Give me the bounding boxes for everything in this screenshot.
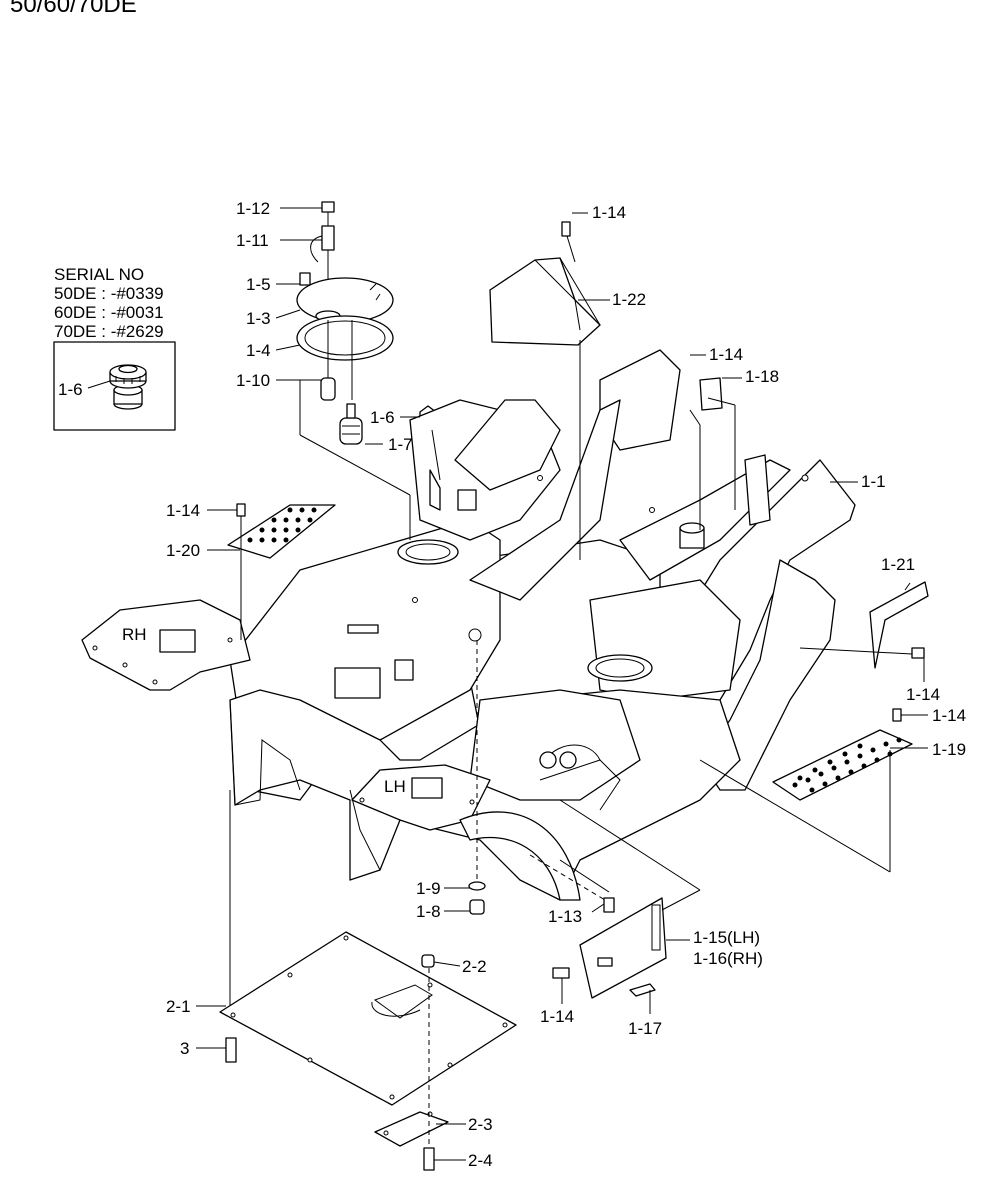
- label-2-3: 2-3: [468, 1115, 493, 1134]
- right-fender: [699, 559, 836, 791]
- label-1-11: 1-11: [236, 231, 269, 250]
- label-lh: LH: [384, 777, 406, 796]
- label-2-4: 2-4: [468, 1151, 493, 1170]
- part-1-15-side-cover: [552, 897, 667, 999]
- part-1-14-bolt-right: [911, 647, 925, 659]
- serial-number-note: SERIAL NO 50DE : -#0339 60DE : -#0031 70…: [54, 265, 164, 341]
- part-1-22-cover: [489, 221, 601, 346]
- part-1-18-bracket: [699, 377, 723, 411]
- part-1-14-bolt-bottom: [552, 967, 570, 979]
- part-2-2-plug: [421, 954, 435, 968]
- label-1-14-bottom: 1-14: [540, 1007, 574, 1026]
- part-1-19-step-plate: [772, 708, 913, 801]
- main-frame: [229, 349, 856, 801]
- label-1-8: 1-8: [416, 902, 441, 921]
- part-1-10-float: [320, 377, 336, 401]
- part-1-14-bolt-top: [561, 221, 571, 237]
- label-1-6: 1-6: [370, 408, 395, 427]
- part-1-4-gasket: [296, 315, 394, 361]
- label-1-20: 1-20: [166, 541, 200, 560]
- label-1-12: 1-12: [236, 199, 270, 218]
- label-2-1: 2-1: [166, 997, 191, 1016]
- serial-line-60de: 60DE : -#0031: [54, 303, 164, 322]
- label-1-13: 1-13: [548, 907, 582, 926]
- label-rh: RH: [122, 625, 147, 644]
- label-1-14-top: 1-14: [592, 203, 626, 222]
- leader-lines: [196, 207, 928, 1161]
- part-1-7-strainer: [339, 417, 363, 445]
- label-1-5: 1-5: [246, 275, 271, 294]
- label-1-3: 1-3: [246, 309, 271, 328]
- serial-line-50de: 50DE : -#0339: [54, 284, 164, 303]
- label-2-2: 2-2: [462, 957, 487, 976]
- label-1-14-right2: 1-14: [932, 706, 966, 725]
- label-1-14-left: 1-14: [166, 501, 200, 520]
- part-1-21-plate: [869, 581, 929, 669]
- label-1-19: 1-19: [932, 740, 966, 759]
- serial-line-70de: 70DE : -#2629: [54, 322, 164, 341]
- lower-frame-body: [229, 689, 741, 901]
- label-1-10: 1-10: [236, 371, 270, 390]
- inset-cap-icon: [109, 364, 147, 410]
- label-1-14-mid: 1-14: [709, 345, 743, 364]
- part-1-9-washer: [468, 881, 486, 891]
- part-1-8-plug: [469, 899, 485, 915]
- part-1-11-sensor: [321, 225, 335, 251]
- serial-heading: SERIAL NO: [54, 265, 145, 284]
- label-1-17: 1-17: [628, 1019, 662, 1038]
- part-1-14-bolt-left: [236, 503, 246, 517]
- part-1-20-step-plate: [227, 503, 336, 559]
- part-1-12-bolt: [321, 201, 335, 213]
- label-1-18: 1-18: [745, 367, 779, 386]
- rh-fender-plate: [81, 599, 251, 691]
- serial-inset: 1-6: [53, 341, 176, 431]
- part-1-14-bolt-right2: [892, 708, 902, 722]
- part-1-5-bolt: [299, 272, 311, 286]
- lh-fender-plate: [351, 764, 581, 901]
- part-1-17-clip: [629, 983, 656, 997]
- dashed-alignment-lines: [428, 640, 606, 1145]
- part-2-1-under-plate: [219, 931, 517, 1106]
- label-3: 3: [180, 1039, 189, 1058]
- part-2-3-cover: [374, 1111, 449, 1171]
- label-1-22: 1-22: [612, 290, 646, 309]
- part-2-4-bolt: [423, 1147, 435, 1171]
- label-1-1: 1-1: [861, 472, 886, 491]
- fuel-sender-assembly: [296, 201, 394, 401]
- part-3-bolt: [225, 1037, 237, 1063]
- label-1-21: 1-21: [881, 555, 915, 574]
- label-1-16: 1-16(RH): [693, 949, 763, 968]
- label-1-14-right: 1-14: [906, 685, 940, 704]
- part-1-13-bolt: [603, 897, 615, 913]
- label-inset-1-6: 1-6: [58, 380, 83, 399]
- label-1-7: 1-7: [388, 435, 413, 454]
- label-1-9: 1-9: [416, 879, 441, 898]
- page-title: 50/60/70DE: [10, 0, 137, 18]
- label-1-4: 1-4: [246, 341, 271, 360]
- label-1-15: 1-15(LH): [693, 928, 760, 947]
